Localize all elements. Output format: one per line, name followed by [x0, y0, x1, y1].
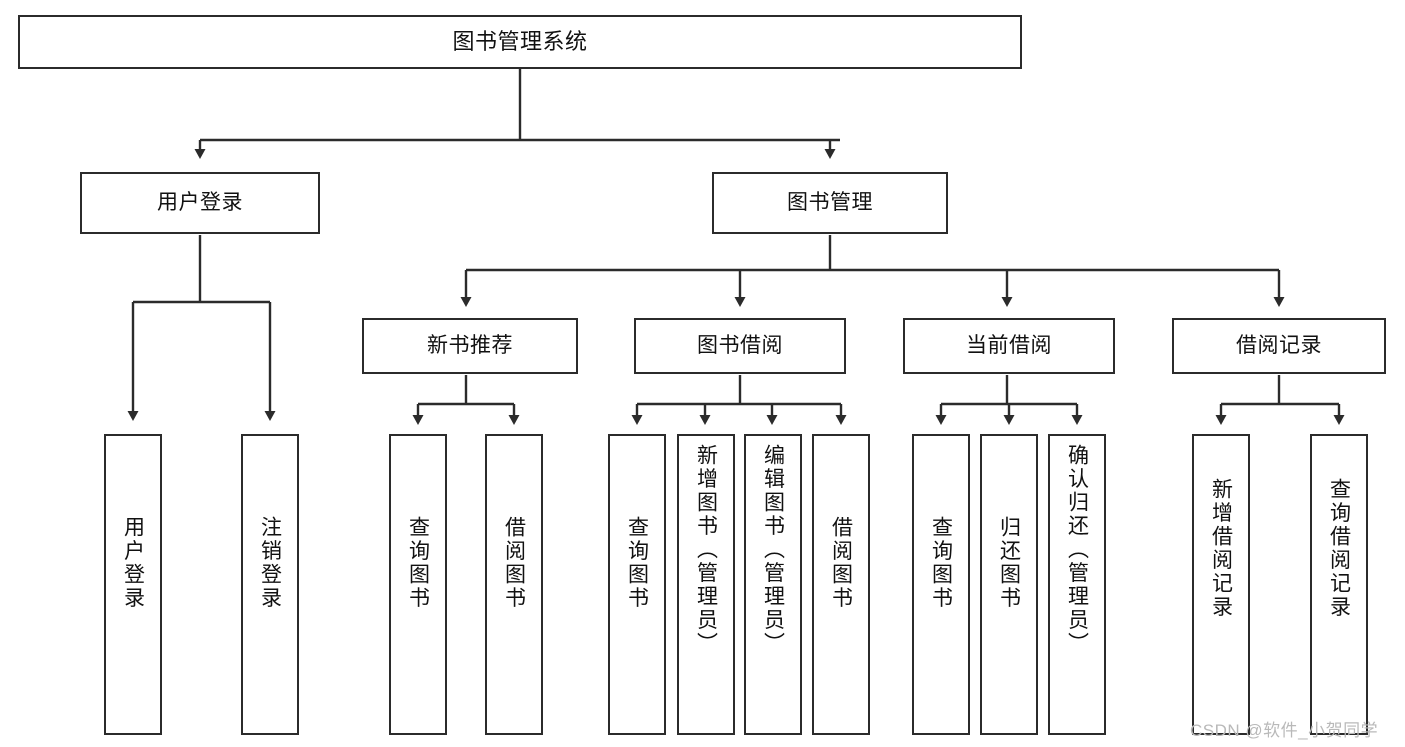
- leaf-bookborrow-edit-book-admin[interactable]: 编辑图书（管理员）: [744, 434, 802, 735]
- leaf-currentborrow-query-book[interactable]: 查询图书: [912, 434, 970, 735]
- leaf-borrowrecord-query-record[interactable]: 查询借阅记录: [1310, 434, 1368, 735]
- node-label: 注销登录: [258, 516, 282, 610]
- node-label: 新增借阅记录: [1209, 478, 1233, 619]
- node-user-login[interactable]: 用户登录: [80, 172, 320, 234]
- node-label: 查询图书: [625, 516, 649, 610]
- node-root-system[interactable]: 图书管理系统: [18, 15, 1022, 69]
- node-book-borrow[interactable]: 图书借阅: [634, 318, 846, 374]
- leaf-bookborrow-query-book[interactable]: 查询图书: [608, 434, 666, 735]
- node-label: 新书推荐: [427, 334, 513, 358]
- leaf-borrowrecord-add-record[interactable]: 新增借阅记录: [1192, 434, 1250, 735]
- node-label: 借阅图书: [829, 516, 853, 610]
- node-label: 确认归还（管理员）: [1065, 444, 1089, 656]
- node-label: 借阅图书: [502, 516, 526, 610]
- node-label: 图书管理系统: [452, 28, 588, 54]
- leaf-newbook-borrow-book[interactable]: 借阅图书: [485, 434, 543, 735]
- node-current-borrow[interactable]: 当前借阅: [903, 318, 1115, 374]
- node-label: 归还图书: [997, 516, 1021, 610]
- node-label: 图书管理: [787, 191, 873, 215]
- node-label: 借阅记录: [1236, 334, 1322, 358]
- node-borrow-record[interactable]: 借阅记录: [1172, 318, 1386, 374]
- node-label: 查询图书: [929, 516, 953, 610]
- node-label: 图书借阅: [697, 334, 783, 358]
- leaf-currentborrow-confirm-return-admin[interactable]: 确认归还（管理员）: [1048, 434, 1106, 735]
- leaf-user-login-signout[interactable]: 注销登录: [241, 434, 299, 735]
- node-book-management[interactable]: 图书管理: [712, 172, 948, 234]
- node-label: 新增图书（管理员）: [694, 444, 718, 656]
- leaf-user-login-signin[interactable]: 用户登录: [104, 434, 162, 735]
- csdn-watermark: CSDN @软件_小贺同学: [1190, 721, 1379, 740]
- leaf-bookborrow-borrow-book[interactable]: 借阅图书: [812, 434, 870, 735]
- node-label: 编辑图书（管理员）: [761, 444, 785, 656]
- node-new-book-recommend[interactable]: 新书推荐: [362, 318, 578, 374]
- node-label: 查询图书: [406, 516, 430, 610]
- leaf-currentborrow-return-book[interactable]: 归还图书: [980, 434, 1038, 735]
- node-label: 当前借阅: [966, 334, 1052, 358]
- leaf-bookborrow-add-book-admin[interactable]: 新增图书（管理员）: [677, 434, 735, 735]
- node-label: 用户登录: [157, 191, 243, 215]
- node-label: 用户登录: [121, 516, 145, 610]
- node-label: 查询借阅记录: [1327, 478, 1351, 619]
- leaf-newbook-query-book[interactable]: 查询图书: [389, 434, 447, 735]
